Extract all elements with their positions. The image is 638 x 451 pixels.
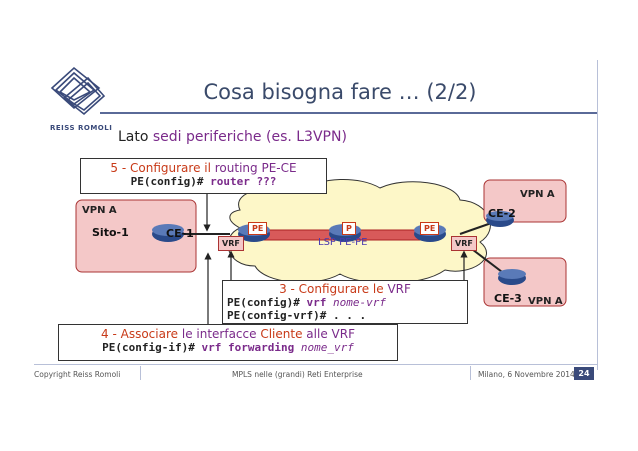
box3-heading: 3 - Configurare le VRF xyxy=(223,282,467,296)
box5-cmd-prompt: PE(config)# xyxy=(130,175,211,188)
reiss-romoli-logo xyxy=(44,58,114,128)
box4-heading-mid: Cliente xyxy=(260,327,303,341)
subtitle: Lato sedi periferiche (es. L3VPN) xyxy=(118,129,347,145)
box4-cmd-prompt: PE(config-if)# xyxy=(102,341,202,354)
p-tag: P xyxy=(342,222,356,235)
box3-line1-kw: vrf xyxy=(306,296,333,309)
ce1-label: CE-1 xyxy=(166,227,194,240)
box4-cmd-arg: nome_vrf xyxy=(300,341,354,354)
box5-cmd-kw: router ??? xyxy=(210,175,277,188)
box5-command: PE(config)# router ??? xyxy=(81,175,326,188)
footer-divider xyxy=(34,364,598,365)
site1-label: Sito-1 xyxy=(92,226,129,239)
callout-box-3: 3 - Configurare le VRF PE(config)# vrf n… xyxy=(222,280,468,324)
box3-line1-arg: nome-vrf xyxy=(332,296,386,309)
ce3-label: CE-3 xyxy=(494,292,522,305)
pe-left-tag: PE xyxy=(248,222,268,235)
footer-sep-2 xyxy=(470,366,471,380)
box5-heading: 5 - Configurare il routing PE-CE xyxy=(81,161,326,175)
vpn-a-right-bottom-label: VPN A xyxy=(528,296,563,307)
box4-heading: 4 - Associare le interfacce Cliente alle… xyxy=(59,327,397,341)
footer-sep xyxy=(140,366,141,380)
box3-line1-prompt: PE(config)# xyxy=(227,296,307,309)
callout-box-4: 4 - Associare le interfacce Cliente alle… xyxy=(58,324,398,361)
vpn-a-right-top-label: VPN A xyxy=(520,189,555,200)
box3-heading-prefix: 3 - Configurare le xyxy=(279,282,384,296)
right-border xyxy=(597,60,598,370)
footer-center: MPLS nelle (grandi) Reti Enterprise xyxy=(232,370,363,379)
footer-copyright: Copyright Reiss Romoli xyxy=(34,370,121,379)
router-ce1-icon xyxy=(152,224,184,242)
box3-line2: PE(config-vrf)# . . . xyxy=(227,309,367,322)
box4-heading-accent1: le interfacce xyxy=(181,327,257,341)
box5-heading-prefix: 5 - Configurare il xyxy=(110,161,211,175)
router-ce3-icon xyxy=(498,269,526,285)
box4-heading-prefix: 4 - Associare xyxy=(101,327,179,341)
lsp-label: LSP PE-PE xyxy=(318,237,368,248)
box4-cmd-kw: vrf forwarding xyxy=(201,341,301,354)
box5-heading-accent: routing PE-CE xyxy=(214,161,297,175)
subtitle-prefix: Lato xyxy=(118,129,149,145)
router-ce2-icon xyxy=(486,211,514,227)
box3-line1: PE(config)# vrf nome-vrf xyxy=(223,296,467,309)
ce2-label: CE-2 xyxy=(488,207,516,220)
site1-box xyxy=(75,199,197,273)
title-divider xyxy=(100,112,598,114)
box4-heading-accent2: alle VRF xyxy=(306,327,355,341)
callout-box-5: 5 - Configurare il routing PE-CE PE(conf… xyxy=(80,158,327,194)
footer-date: Milano, 6 Novembre 2014 xyxy=(478,370,575,379)
box4-command: PE(config-if)# vrf forwarding nome_vrf xyxy=(59,341,397,354)
pe-right-tag: PE xyxy=(420,222,440,235)
logo-text: REISS ROMOLI xyxy=(50,124,113,132)
subtitle-accent: sedi periferiche (es. L3VPN) xyxy=(152,129,347,145)
page-number: 24 xyxy=(574,367,594,380)
page-title: Cosa bisogna fare … (2/2) xyxy=(203,80,477,104)
vpn-a-left-label: VPN A xyxy=(82,205,117,216)
box3-heading-accent: VRF xyxy=(387,282,411,296)
